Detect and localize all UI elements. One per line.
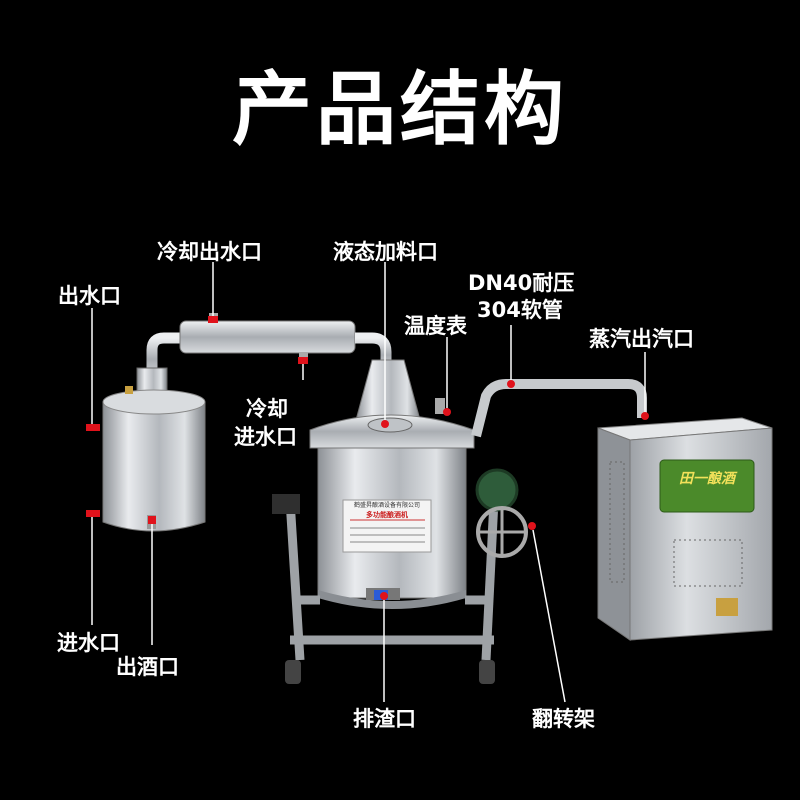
frame-bearing-left: [272, 494, 300, 514]
label-liquid-feed-port: 液态加料口: [333, 240, 438, 264]
tilt-frame-structure: [285, 499, 499, 661]
label-steam-outlet: 蒸汽出汽口: [589, 327, 694, 351]
label-dn40-line1: DN40耐压: [468, 271, 575, 295]
tilt-gearbox: [475, 468, 528, 558]
leader-lines: [91, 262, 646, 703]
main-pot: [309, 359, 475, 609]
label-tilt-frame: 翻转架: [532, 707, 595, 731]
label-thermometer: 温度表: [404, 314, 467, 338]
steam-boiler: [597, 417, 773, 641]
casters: [285, 660, 495, 684]
label-water-outlet: 出水口: [58, 284, 121, 308]
label-liquor-outlet: 出酒口: [116, 655, 179, 679]
red-markers: [86, 316, 649, 600]
label-cooling-inlet-line1: 冷却: [246, 397, 288, 421]
label-residue-outlet: 排渣口: [353, 707, 416, 731]
steam-hose: [471, 379, 647, 438]
page-title: 产品结构: [232, 63, 568, 156]
boiler-logo: 田一酿酒: [679, 471, 735, 487]
label-cooling-inlet-line2: 进水口: [234, 425, 297, 449]
label-water-inlet: 进水口: [57, 631, 120, 655]
label-dn40-line2: 304软管: [477, 298, 563, 322]
label-cooling-outlet: 冷却出水口: [157, 240, 262, 264]
pot-nameplate-model: 多功能酿酒机: [366, 511, 408, 519]
pot-nameplate-company: 鹤盛昇酿酒设备有限公司: [353, 502, 420, 509]
collection-tank: [102, 367, 206, 532]
